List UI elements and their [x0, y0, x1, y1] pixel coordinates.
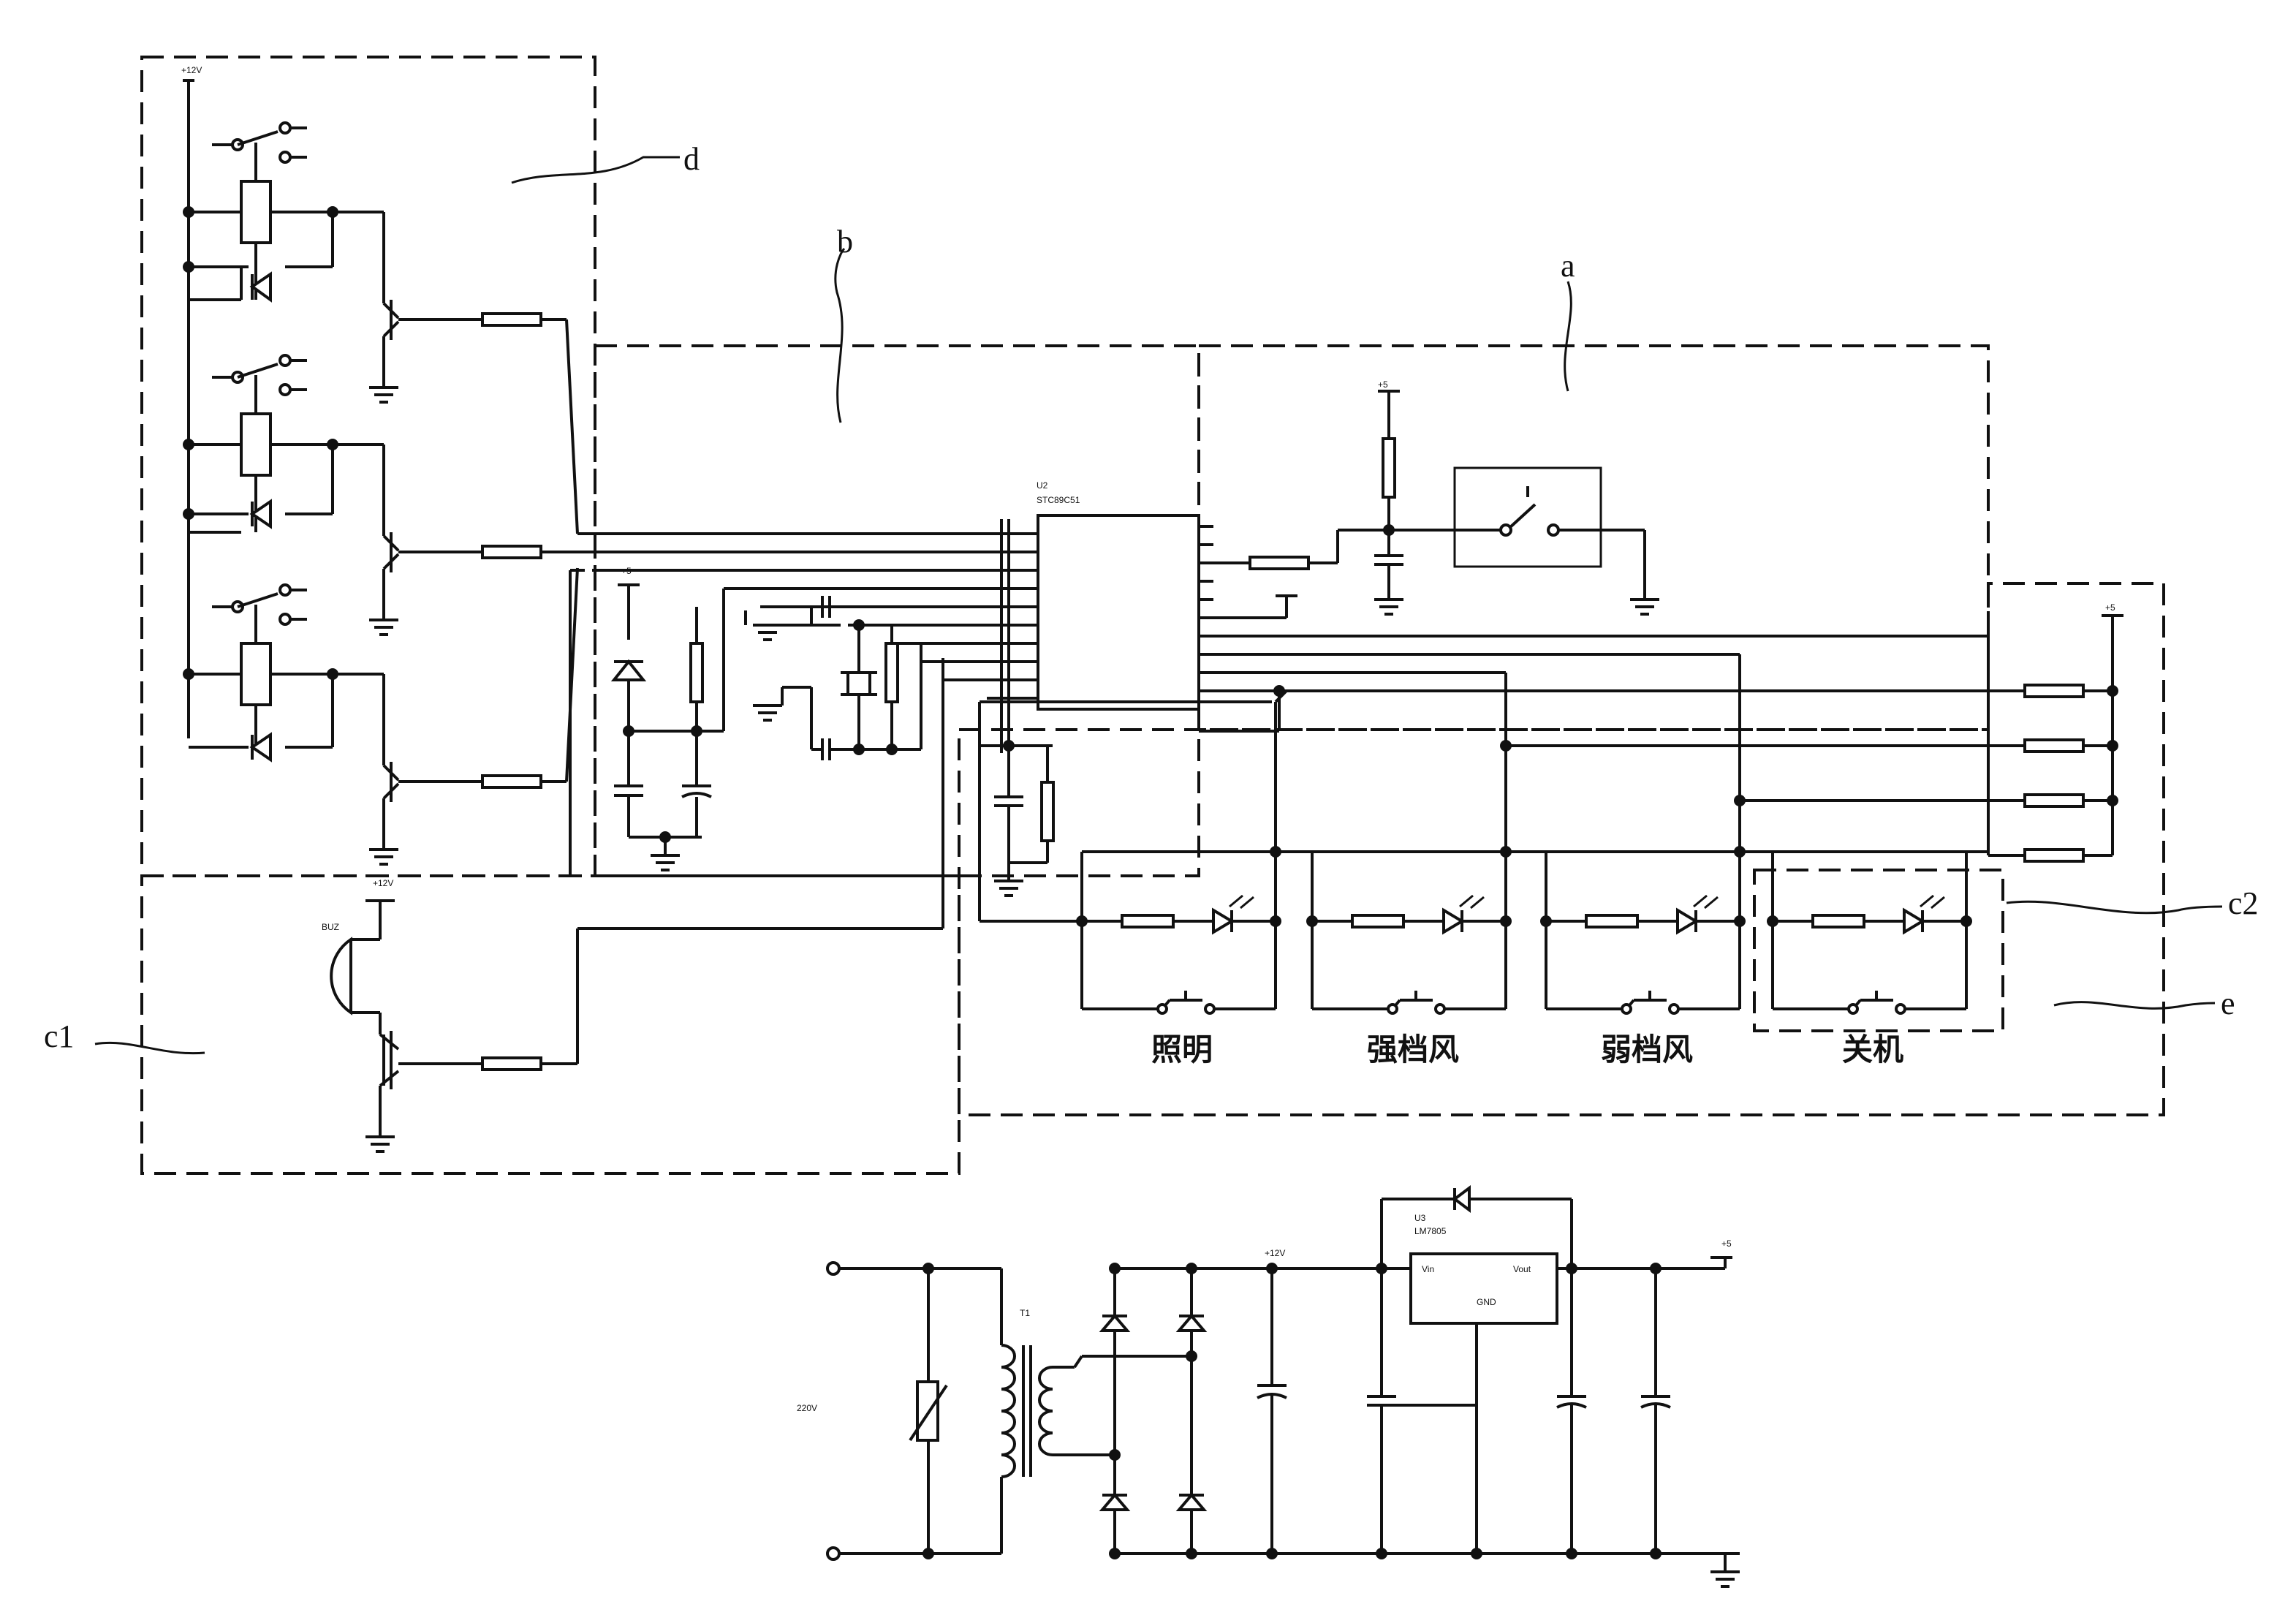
region-c2-box — [1753, 869, 2004, 1032]
relay-2 — [183, 354, 994, 636]
region-labels: d b a c1 c2 e — [44, 141, 2259, 1055]
svg-text:T1: T1 — [1020, 1308, 1030, 1318]
svg-text:220V: 220V — [797, 1403, 817, 1413]
button-label-2: 强档风 — [1367, 1032, 1459, 1067]
label-c2: c2 — [2228, 885, 2259, 921]
mcu-chip — [1037, 514, 1200, 711]
buzzer-icon — [330, 937, 352, 1015]
relay-drivers: +12V — [181, 65, 994, 866]
svg-text:U3: U3 — [1414, 1213, 1426, 1223]
region-c1-box — [140, 874, 961, 1175]
power-supply: 220V T1 +12V — [797, 1185, 1740, 1588]
svg-text:Vin: Vin — [1422, 1264, 1434, 1274]
relay-1 — [183, 121, 579, 534]
button-cell-2: 强档风 — [1306, 852, 1512, 1067]
switch-section: +5 — [1243, 379, 1659, 618]
svg-text:LM7805: LM7805 — [1414, 1226, 1447, 1236]
label-c1: c1 — [44, 1018, 75, 1054]
svg-text:+12V: +12V — [373, 878, 393, 888]
svg-text:+5: +5 — [621, 566, 632, 576]
label-d: d — [683, 141, 700, 177]
mcu-section: U2 STC89C51 — [569, 480, 1988, 876]
button-cell-1: 照明 — [1076, 852, 1281, 1067]
svg-text:+5: +5 — [2105, 602, 2115, 613]
svg-text:STC89C51: STC89C51 — [1037, 495, 1080, 505]
button-label-3: 弱档风 — [1601, 1032, 1693, 1067]
svg-text:Vout: Vout — [1513, 1264, 1531, 1274]
detector-switch-box — [1453, 466, 1602, 568]
svg-text:U2: U2 — [1037, 480, 1048, 491]
svg-text:+5: +5 — [1378, 379, 1388, 390]
region-a-box — [1197, 344, 1990, 731]
button-section: +5 — [978, 602, 2123, 1067]
svg-text:+5: +5 — [1721, 1238, 1732, 1249]
regulator-chip — [1409, 1252, 1558, 1325]
label-b: b — [837, 224, 853, 260]
label-e: e — [2221, 986, 2235, 1021]
button-label-4: 关机 — [1842, 1032, 1903, 1067]
button-cell-3: 弱档风 — [1540, 852, 1746, 1067]
svg-text:BUZ: BUZ — [322, 922, 339, 932]
button-label-1: 照明 — [1151, 1032, 1213, 1067]
buzzer-driver: +12V BUZ — [322, 658, 944, 1153]
relay-3 — [183, 567, 579, 866]
svg-text:+12V: +12V — [181, 65, 202, 75]
svg-text:GND: GND — [1477, 1297, 1496, 1307]
svg-text:+12V: +12V — [1265, 1248, 1285, 1258]
label-a: a — [1561, 248, 1575, 284]
button-cell-4: 关机 — [1767, 852, 1972, 1067]
